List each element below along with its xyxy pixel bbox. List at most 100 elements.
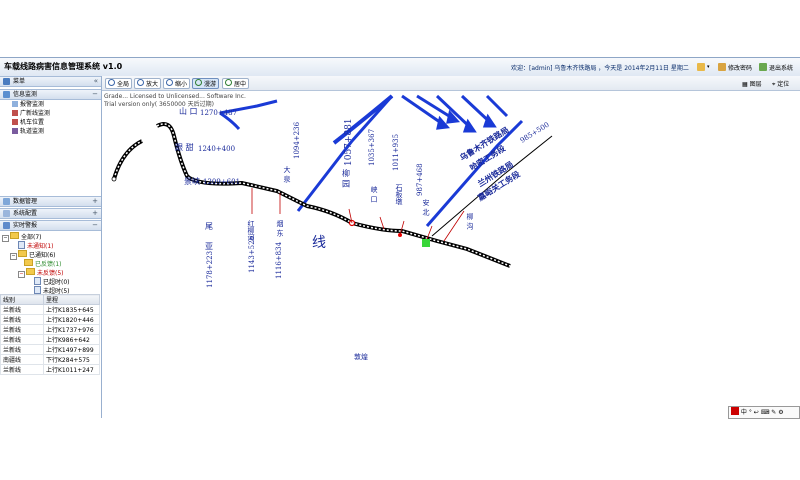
button-label: 居中 [234,81,247,88]
mileage-hongliuhe: 1143+526 [248,235,256,273]
sidebar-item-guangxin[interactable]: 广新线监测 [12,110,50,118]
menu-title: 菜单 [13,78,26,85]
tree-node-all[interactable]: −全部(7) [2,232,42,242]
ime-toolbar[interactable]: 中 ° ↩ ⌨ ✎ ⚙ [728,406,800,419]
station-hongliuhe: 红柳河 [247,219,255,241]
table-row[interactable]: 兰新线上行K1835+645 [0,304,100,315]
document-icon [34,277,41,285]
mileage-jingxia: 1209+601 [203,178,240,186]
table-row[interactable]: 兰新线上行K1737+976 [0,324,100,335]
section-toggle-icon[interactable]: − [92,221,98,229]
station-xiakou: 峡 口 [370,185,378,202]
tree-node-not-timed-out[interactable]: 未超时(5) [34,286,70,295]
ime-language[interactable]: 中 [740,409,747,416]
section-data-manage[interactable]: 数据管理 + [0,196,101,207]
tree-node-feedback[interactable]: 已反馈(1) [24,259,62,268]
tree-label: 已反馈(1) [35,261,62,268]
section-toggle-icon[interactable]: + [92,209,98,217]
track-end-marker [111,176,117,182]
section-realtime-alarm[interactable]: 实时警报 − [0,220,101,231]
logout-button[interactable]: 退出系统 [759,62,793,72]
gear-icon [3,210,10,217]
settings-dropdown[interactable]: ▾ [697,62,710,72]
collapse-icon[interactable]: « [93,77,98,85]
station-weiya-2: 亚 [205,242,213,251]
full-extent-button[interactable]: 全局 [105,78,133,89]
sidebar-item-label: 轨道监测 [20,128,45,135]
section-system-config-label: 系统配置 [13,210,38,217]
section-system-config[interactable]: 系统配置 + [0,208,101,219]
station-jingxia: 景峡 [184,176,200,186]
locomotive-marker[interactable] [422,239,430,247]
tree-node-timed-out[interactable]: 已超时(0) [34,277,70,286]
cell-line: 兰新线 [0,364,44,375]
col-header-mileage[interactable]: 里程 [43,294,100,305]
tree-node-notified[interactable]: −已通知(6) [10,250,56,260]
ime-tools-icon[interactable]: ° ↩ ⌨ ✎ ⚙ [748,409,784,416]
boundary-line [296,95,394,212]
table-row[interactable]: 兰新线上行K1820+446 [0,314,100,325]
station-pointer-lines [251,188,465,242]
boundary-line [332,94,394,145]
app-title: 车载线路病害信息管理系统 v1.0 [4,62,123,71]
zoom-in-button[interactable]: 放大 [134,78,162,89]
sidebar-item-label: 广新线监测 [20,110,51,117]
zoom-out-icon [166,79,173,86]
sidebar-item-alarm[interactable]: 报警监测 [12,101,44,109]
button-label: 图层 [749,81,762,88]
section-info-monitor[interactable]: 信息监测 − [0,89,101,100]
table-row[interactable]: 南疆线下行K284+575 [0,354,100,365]
pan-button[interactable]: 漫游 [192,78,220,89]
tree-label: 未超时(5) [43,288,70,295]
section-toggle-icon[interactable]: − [92,90,98,98]
welcome-text: 欢迎：[admin] 乌鲁木齐铁路局 ，今天是 2014年2月11日 星期二 [511,65,689,72]
center-button[interactable]: 居中 [222,78,250,89]
button-label: 定位 [777,81,790,88]
station-anbei: 安 北 [422,198,430,216]
mileage-weiya: 1178+223 [206,251,214,288]
line-label: 线 [312,235,326,251]
cell-line: 兰新线 [0,304,44,315]
zoom-in-icon [137,79,144,86]
alarm-table: 线别 里程 兰新线上行K1835+645 兰新线上行K1820+446 兰新线上… [0,294,100,375]
section-realtime-label: 实时警报 [13,222,38,229]
mileage-liuyuan: 1057+881 [344,118,354,166]
tree-label: 未反馈(5) [37,270,64,277]
cell-line: 兰新线 [0,324,44,335]
tree-node-unnotified[interactable]: 未通知(1) [18,241,54,250]
locomotive-icon [12,119,18,125]
tree-label: 未通知(1) [27,243,54,250]
header-bar: 车载线路病害信息管理系统 v1.0 欢迎：[admin] 乌鲁木齐铁路局 ，今天… [0,57,800,77]
sidebar-item-track[interactable]: 轨道监测 [12,128,44,136]
expand-icon[interactable]: − [18,271,25,278]
track-icon [12,128,18,134]
expand-icon[interactable]: − [2,235,9,242]
map-watermark: Grade... Licensed to Unlicensed... Softw… [104,93,246,100]
col-header-line[interactable]: 线别 [0,294,44,305]
zoom-out-button[interactable]: 缩小 [163,78,191,89]
folder-icon [18,250,27,257]
table-row[interactable]: 兰新线上行K1497+899 [0,344,100,355]
locate-button[interactable]: ⌖ 定位 [772,81,790,88]
logout-label: 退出系统 [769,64,794,72]
section-info-monitor-label: 信息监测 [13,91,38,98]
document-icon [18,241,25,249]
expand-icon[interactable]: − [10,253,17,260]
mileage-daquan: 1094+236 [293,121,301,159]
mileage-yandong: 1116+834 [275,241,283,279]
section-toggle-icon[interactable]: + [92,197,98,205]
tree-node-no-feedback[interactable]: − 未反馈(5) [18,268,64,278]
railway-map[interactable]: Grade... Licensed to Unlicensed... Softw… [102,91,800,418]
table-header-row: 线别 里程 [0,294,100,305]
railway-track-ties [113,123,511,267]
table-row[interactable]: 兰新线上行K986+642 [0,334,100,345]
change-password-button[interactable]: 修改密码 [718,62,752,72]
station-shibandun: 石板墩 [395,184,403,206]
table-row[interactable]: 兰新线上行K1011+247 [0,364,100,375]
boundary-line [219,111,241,130]
alarm-list-icon [3,222,10,229]
sidebar-item-locomotive[interactable]: 机车位置 [12,119,44,127]
legend-button[interactable]: ▦ 图层 [742,81,762,88]
mileage-gaotian: 1240+400 [198,145,235,153]
button-label: 放大 [146,81,159,88]
